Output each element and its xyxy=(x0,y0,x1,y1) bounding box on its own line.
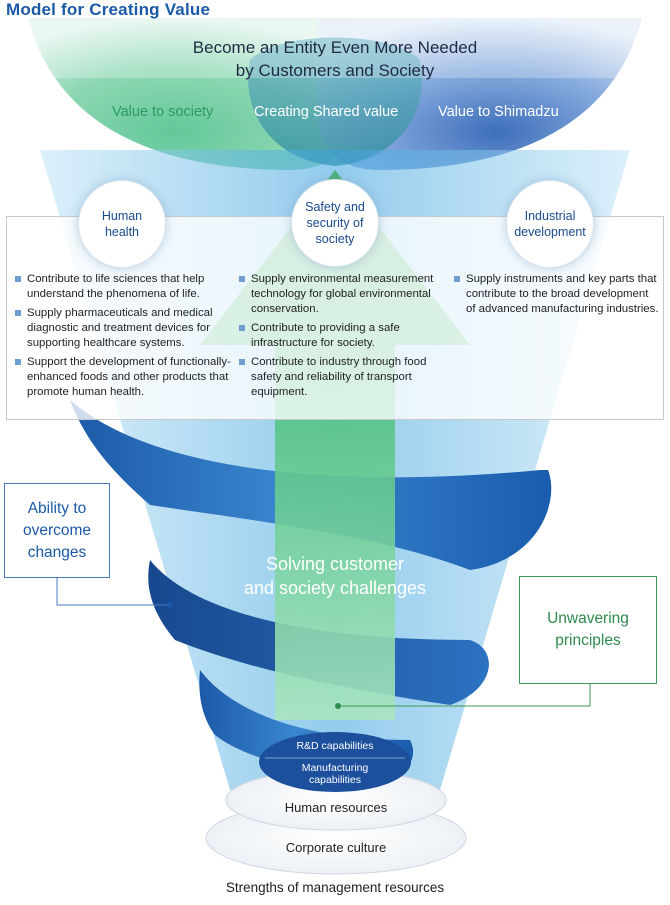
list-item: Supply pharmaceuticals and medical diagn… xyxy=(14,306,236,351)
human-health-circle: Human health xyxy=(78,180,166,268)
safety-line-3: society xyxy=(315,232,355,246)
principles-leader-line xyxy=(338,684,591,707)
value-to-society-label: Value to society xyxy=(112,104,214,120)
capabilities-ellipse xyxy=(259,732,411,792)
list-item: Supply environmental measurement technol… xyxy=(238,272,450,317)
shared-value-overlap xyxy=(248,37,422,166)
solving-challenges-label: Solving customer and society challenges xyxy=(190,552,480,600)
ability-leader-line xyxy=(56,578,170,606)
strengths-footer: Strengths of management resources xyxy=(225,880,445,895)
list-item: Support the development of functionally-… xyxy=(14,355,236,400)
goal-line-2: by Customers and Society xyxy=(235,61,435,80)
human-health-line-2: health xyxy=(104,225,140,239)
industrial-line-1: Industrial xyxy=(524,209,576,223)
goal-line-1: Become an Entity Even More Needed xyxy=(192,38,478,57)
list-item: Contribute to providing a safe infrastru… xyxy=(238,321,450,351)
manufacturing-capabilities-label: Manufacturing capabilities xyxy=(265,762,405,786)
safety-line-1: Safety and xyxy=(305,200,365,214)
center-line-1: Solving customer xyxy=(265,554,405,574)
diagram-title: Model for Creating Value xyxy=(6,0,211,19)
mfg-line-1: Manufacturing xyxy=(301,762,369,774)
list-item: Contribute to industry through food safe… xyxy=(238,355,450,400)
industrial-column: Supply instruments and key parts that co… xyxy=(453,272,659,321)
corporate-culture-label: Corporate culture xyxy=(285,840,387,855)
safety-column: Supply environmental measurement technol… xyxy=(238,272,450,404)
ability-line-3: changes xyxy=(27,543,87,561)
mfg-line-2: capabilities xyxy=(309,774,361,786)
ability-line-2: overcome xyxy=(22,521,92,539)
goal-statement: Become an Entity Even More Needed by Cus… xyxy=(0,36,670,82)
safety-line-2: security of xyxy=(306,216,364,230)
ability-to-overcome-changes-box: Ability to overcome changes xyxy=(4,483,110,578)
value-to-shimadzu-label: Value to Shimadzu xyxy=(438,104,559,120)
industrial-development-circle: Industrial development xyxy=(506,180,594,268)
center-line-2: and society challenges xyxy=(243,578,427,598)
safety-security-circle: Safety and security of society xyxy=(291,179,379,267)
industrial-line-2: development xyxy=(514,225,586,239)
ability-leader-dot xyxy=(167,602,173,608)
principles-leader-dot xyxy=(335,703,341,709)
principles-line-1: Unwavering xyxy=(547,610,629,627)
list-item: Supply instruments and key parts that co… xyxy=(453,272,659,317)
ability-line-1: Ability to xyxy=(27,499,87,517)
rd-capabilities-label: R&D capabilities xyxy=(296,740,374,752)
creating-shared-value-label: Creating Shared value xyxy=(254,104,399,120)
human-health-column: Contribute to life sciences that help un… xyxy=(14,272,236,404)
unwavering-principles-box: Unwavering principles xyxy=(519,576,657,684)
principles-line-2: principles xyxy=(555,632,621,649)
list-item: Contribute to life sciences that help un… xyxy=(14,272,236,302)
human-resources-label: Human resources xyxy=(284,800,388,815)
human-health-line-1: Human xyxy=(101,209,143,223)
